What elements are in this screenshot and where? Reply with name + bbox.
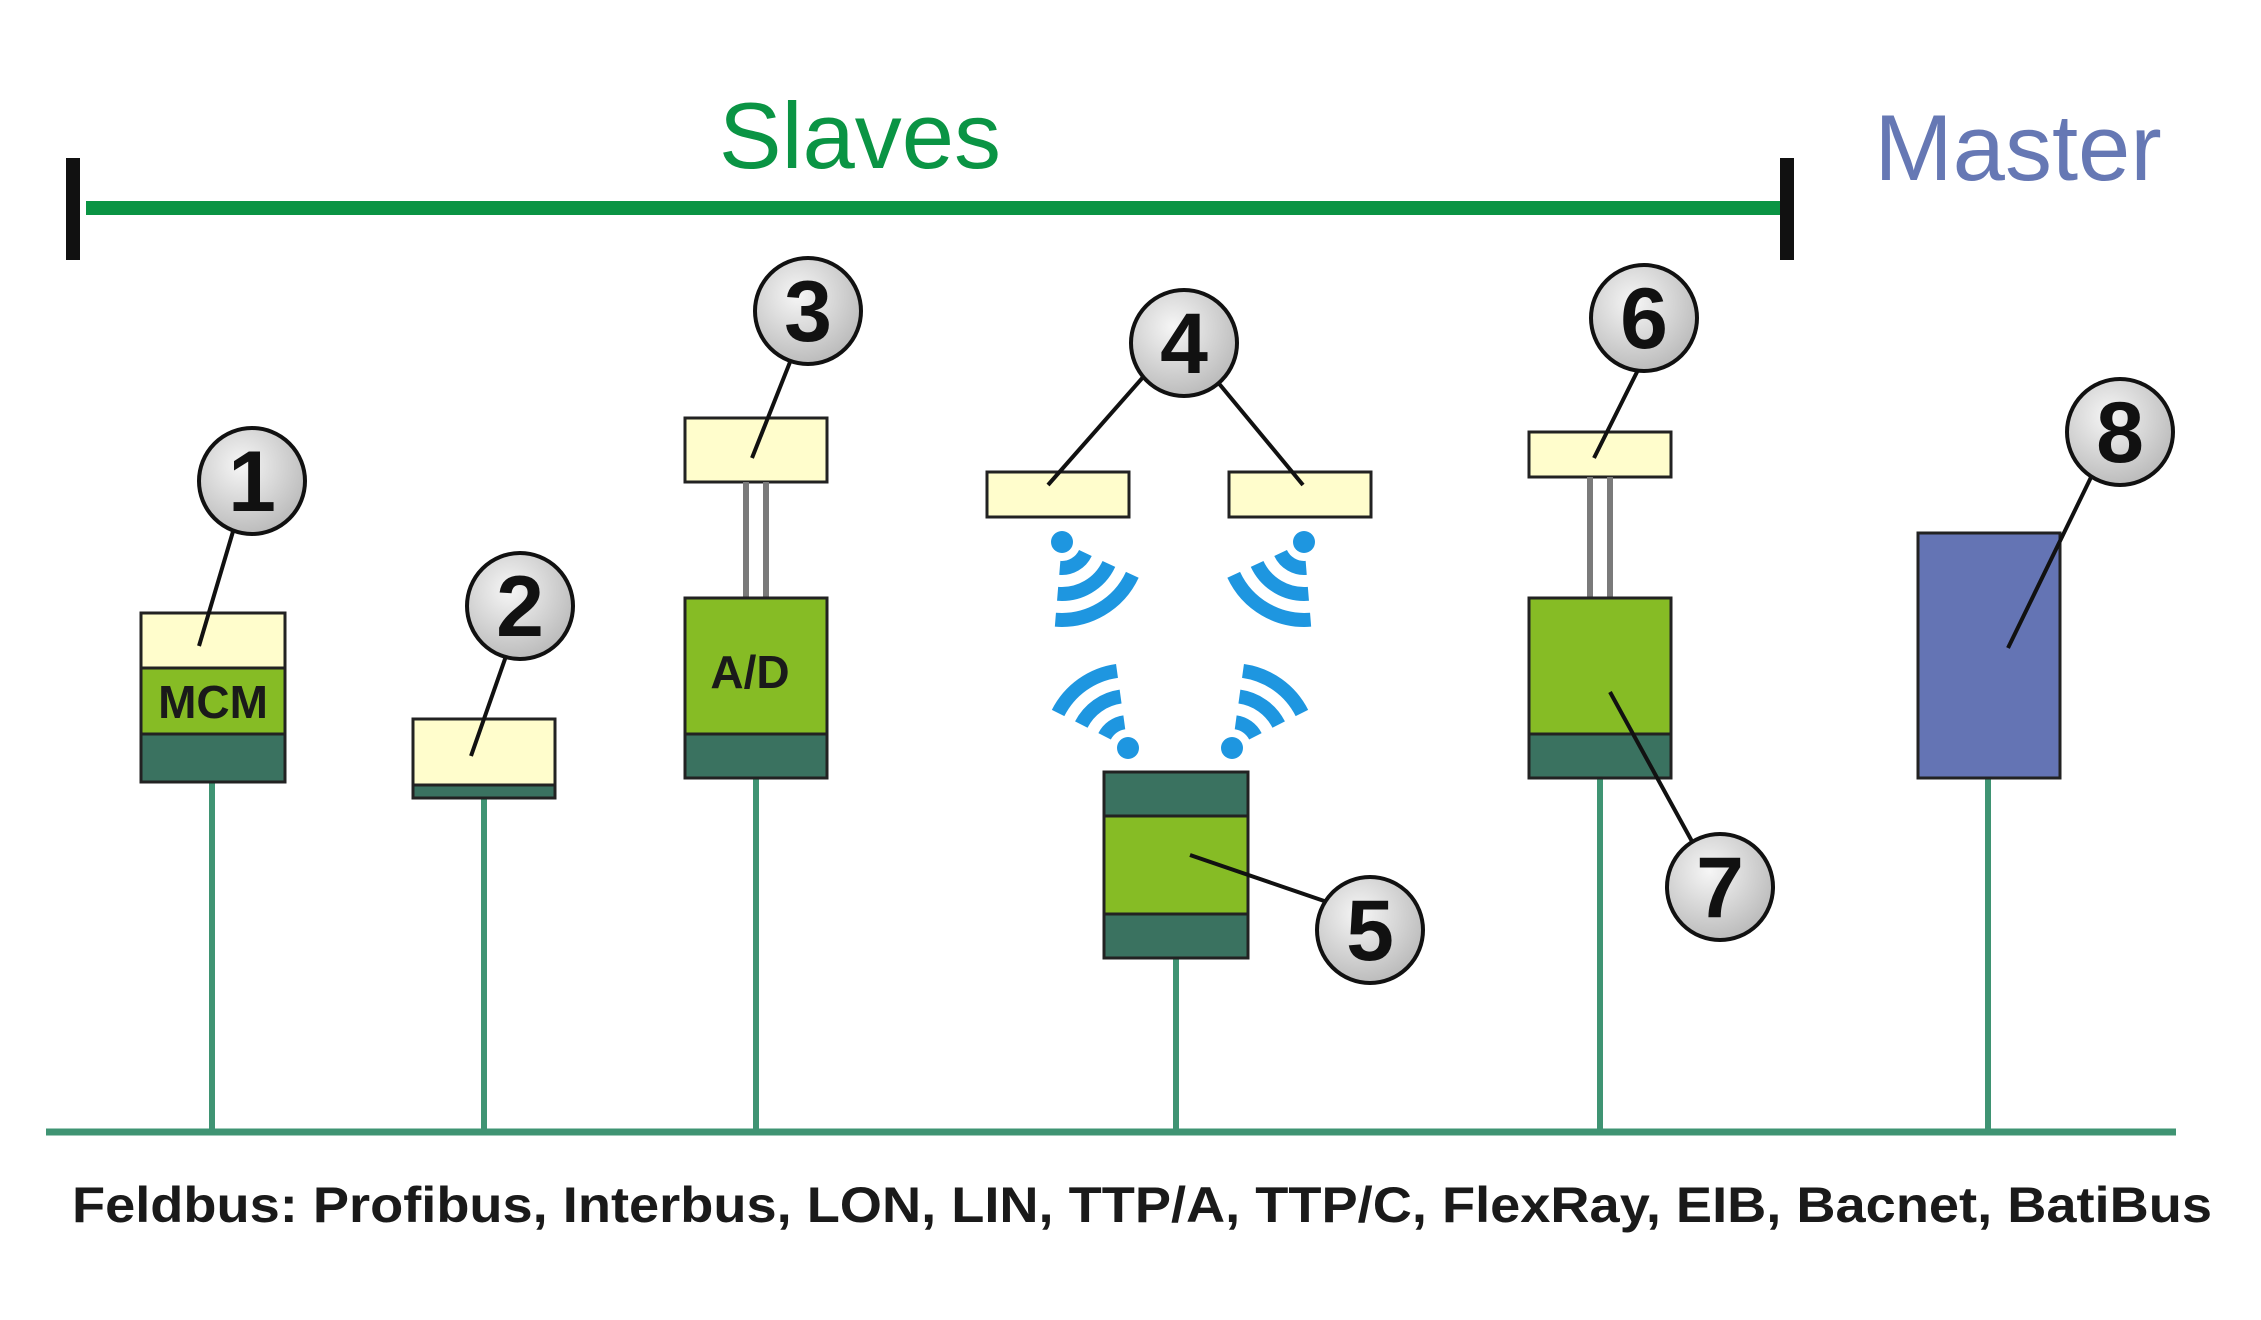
device-1-smart-sensor (139, 611, 287, 784)
wireless-icon-top-left (1051, 531, 1139, 627)
device-3-ad-converter (683, 416, 829, 780)
callout-1: 1 (197, 426, 307, 536)
callout-3: 3 (753, 256, 863, 366)
device-6-7-sensor-node (1527, 430, 1673, 780)
ad-label: A/D (710, 646, 789, 698)
svg-text:5: 5 (1346, 883, 1394, 979)
callout-7: 7 (1665, 832, 1775, 942)
callout-8: 8 (2065, 377, 2175, 487)
device-5-wireless-gateway (1102, 770, 1250, 960)
device-4-wireless-sensors (985, 470, 1373, 519)
wireless-icon-bottom-right (1221, 663, 1309, 759)
wireless-icon-bottom-left (1051, 663, 1139, 759)
svg-text:3: 3 (784, 264, 832, 360)
svg-text:7: 7 (1696, 840, 1744, 936)
svg-text:4: 4 (1160, 296, 1208, 392)
slaves-label: Slaves (719, 83, 1001, 188)
drop-lines (209, 778, 1991, 1132)
callout-2: 2 (465, 551, 575, 661)
device-8-master (1916, 531, 2062, 780)
device-2-sensor (411, 717, 557, 800)
svg-text:6: 6 (1620, 271, 1668, 367)
master-label: Master (1874, 95, 2161, 200)
svg-text:1: 1 (228, 434, 276, 530)
callout-5: 5 (1315, 875, 1425, 985)
leader-lines (197, 351, 2098, 905)
fieldbus-caption: Feldbus: Profibus, Interbus, LON, LIN, T… (72, 1177, 2212, 1233)
svg-text:8: 8 (2096, 385, 2144, 481)
slaves-bracket (66, 158, 1794, 260)
callout-6: 6 (1589, 263, 1699, 373)
wireless-icon-top-right (1227, 531, 1315, 627)
svg-text:2: 2 (496, 559, 544, 655)
mcm-label: MCM (158, 676, 268, 728)
callout-4: 4 (1129, 288, 1239, 398)
